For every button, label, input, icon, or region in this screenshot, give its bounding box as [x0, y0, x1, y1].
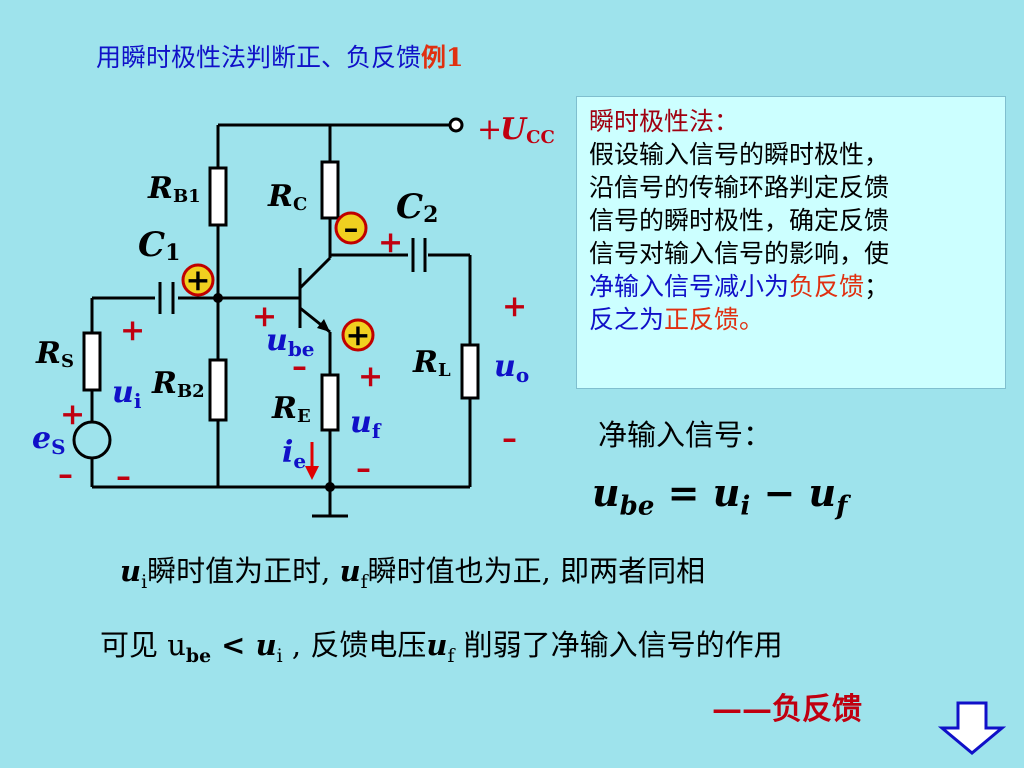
rb1-label: RB1 — [147, 171, 201, 207]
sign-uo-plus: + — [502, 289, 527, 324]
amplifier-circuit-diagram: + – + + UCC RB1 RC C2 C1 RS RB2 RE RL eS… — [32, 112, 555, 518]
method-line-4: 信号对输入信号的影响，使 — [589, 239, 890, 268]
marker-plus-input: + — [185, 263, 210, 298]
sign-ube-minus: – — [292, 349, 307, 384]
re-label: RE — [271, 391, 311, 427]
sign-uf-plus: + — [358, 359, 383, 394]
sign-uo-minus: – — [502, 421, 517, 456]
es-label: eS — [32, 421, 66, 459]
ie-label: ie — [282, 435, 306, 473]
down-arrow-icon[interactable] — [938, 700, 1006, 756]
rl-label: RL — [412, 345, 451, 381]
method-explanation-box: 瞬时极性法： 假设输入信号的瞬时极性， 沿信号的传输环路判定反馈 信号的瞬时极性… — [576, 96, 1006, 389]
title-example: 例1 — [421, 43, 464, 72]
net-input-label: 净输入信号： — [598, 418, 773, 452]
method-line-6: 反之为正反馈。 — [589, 305, 765, 334]
sign-uf-minus: – — [356, 451, 371, 486]
ucc-label: UCC — [500, 112, 555, 148]
conclusion-label: ——负反馈 — [712, 692, 862, 727]
slide-title: 用瞬时极性法判断正、负反馈例1 — [96, 38, 463, 74]
c2-label: C2 — [396, 187, 438, 228]
statement-line-1: ui瞬时值为正时, uf瞬时值也为正, 即两者同相 — [120, 554, 706, 593]
sign-ube-plus: + — [252, 299, 277, 334]
statement-line-2: 可见 ube < ui , 反馈电压uf 削弱了净输入信号的作用 — [100, 628, 783, 667]
sign-es-plus: + — [60, 397, 85, 432]
method-line-5: 净输入信号减小为负反馈； — [589, 272, 890, 301]
method-line-3: 信号的瞬时极性，确定反馈 — [589, 206, 890, 235]
c1-label: C1 — [138, 225, 180, 266]
method-heading: 瞬时极性法： — [589, 107, 740, 136]
sign-c2-plus: + — [378, 225, 403, 260]
marker-plus-emitter: + — [345, 318, 370, 353]
polarity-marker-collector: – — [334, 211, 368, 246]
uf-label: uf — [350, 405, 382, 443]
sign-es-minus: – — [58, 457, 73, 492]
ube-label: ube — [266, 323, 315, 361]
polarity-marker-input: + — [181, 263, 215, 298]
title-text: 用瞬时极性法判断正、负反馈 — [96, 43, 422, 72]
marker-minus-collector: – — [344, 211, 359, 246]
method-line-2: 沿信号的传输环路判定反馈 — [589, 173, 890, 202]
sign-ui-minus: – — [116, 459, 131, 494]
polarity-marker-emitter: + — [341, 318, 375, 353]
rs-label: RS — [35, 336, 74, 372]
sign-ui-plus: + — [120, 313, 145, 348]
method-line-1: 假设输入信号的瞬时极性， — [589, 140, 890, 169]
net-input-formula: ube = ui − uf — [592, 470, 848, 522]
rc-label: RC — [267, 179, 307, 215]
uo-label: uo — [494, 349, 529, 387]
rb2-label: RB2 — [151, 366, 205, 402]
ui-label: ui — [112, 375, 142, 413]
ucc-sign: + — [477, 112, 502, 147]
